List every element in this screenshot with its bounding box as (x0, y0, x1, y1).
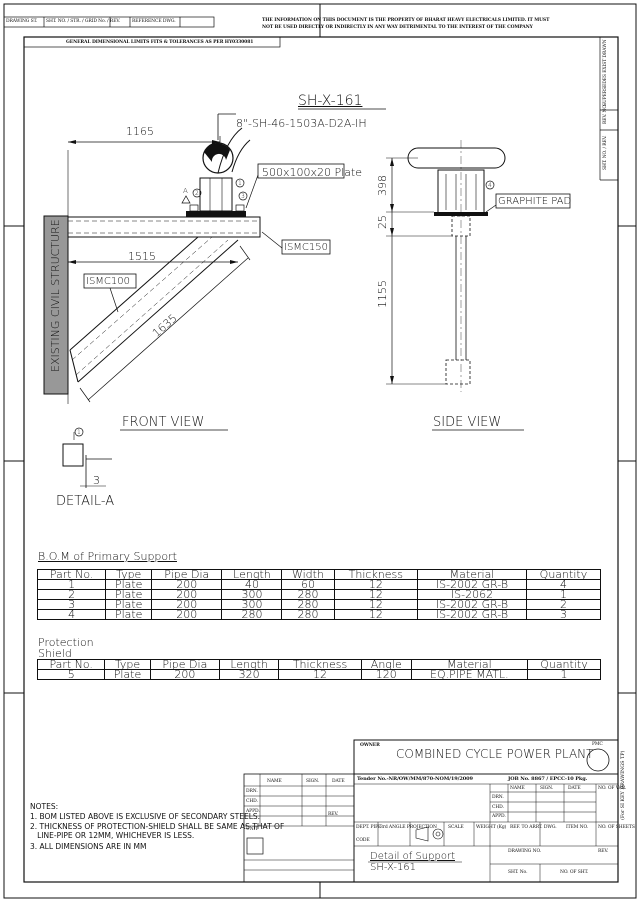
tb-right-appd: APPD. (492, 814, 506, 819)
tb-right-chd: CHD. (492, 805, 504, 810)
note-2b: LINE-PIPE OR 12MM, WHICHEVER IS LESS. (30, 831, 195, 840)
tb-sht-no: SHT. No. (508, 870, 528, 875)
dim-1515: 1515 (128, 250, 156, 263)
tb-projection: 3rd ANGLE PROJECTION (380, 825, 437, 830)
tb-no-of-sheets: NO. OF SHEETS (598, 825, 635, 830)
drawing-title-block: Detail of Support (370, 851, 455, 862)
note-1: 1. BOM LISTED ABOVE IS EXCLUSIVE OF SECO… (30, 812, 261, 821)
balloon-2: 2 (195, 190, 199, 197)
line-tag: 8"-SH-46-1503A-D2A-IH (236, 117, 367, 130)
dim-1155: 1155 (376, 280, 389, 308)
note-3: 3. ALL DIMENSIONS ARE IN MM (30, 842, 147, 851)
bom-table: Part No. Type Pipe Dia Length Width Thic… (36, 569, 602, 620)
tb-weight: WEIGHT (Kg) (476, 825, 507, 830)
table-cell: 12 (333, 609, 419, 620)
tb-drawing-no: DRAWING NO. (508, 849, 542, 854)
civil-structure-label: EXISTING CIVIL STRUCTURE (49, 219, 62, 372)
table-cell: 280 (281, 609, 335, 620)
confidential-line-1: THE INFORMATION ON THIS DOCUMENT IS THE … (262, 18, 550, 23)
dim-1165: 1165 (126, 125, 154, 138)
front-view-title: FRONT VIEW (122, 415, 205, 430)
tb-sign-col: SIGN. (306, 779, 320, 784)
header-cell-reference: REFERENCE DWG. (132, 19, 176, 24)
table-cell: 5 (36, 669, 106, 680)
tb-name-col: NAME (267, 779, 282, 784)
tb-item-no: ITEM NO. (566, 825, 589, 830)
header-cell-sheet: SHT. NO. / STR. / GRID No. / REV. (46, 19, 121, 24)
table-cell: 120 (360, 669, 412, 680)
table-cell: IS-2002 GR-B (417, 609, 527, 620)
table-cell: 1 (526, 669, 602, 680)
table-cell: 4 (36, 609, 107, 620)
tb-dept: DEPT. PIPE (356, 825, 382, 830)
table-cell: Plate (104, 669, 151, 680)
bom-header-row: Part No. Type Pipe Dia Length Width Thic… (36, 569, 602, 580)
drawing-sub-block: SH-X-161 (370, 862, 417, 873)
notes-title: NOTES: (30, 802, 59, 811)
side-view-title: SIDE VIEW (433, 415, 502, 430)
note-2a: 2. THICKNESS OF PROTECTION-SHIELD SHALL … (30, 822, 285, 831)
owner-label: OWNER (360, 743, 380, 748)
side-label-supersedes: SUPERSEDES EXIST DRAWN (603, 39, 608, 106)
balloon-1: 1 (238, 180, 242, 187)
tolerance-note: GENERAL DIMENSIONAL LIMITS FITS & TOLERA… (66, 40, 254, 45)
table-cell: Plate (105, 609, 153, 620)
shield-table: Part No. Type Pipe Dia Length Thickness … (36, 659, 602, 680)
dim-398: 398 (376, 175, 389, 196)
balloon-3: 3 (241, 193, 245, 200)
tb-sign-col-2: SIGN. (540, 786, 554, 791)
side-label-rev: REV. NO. (603, 104, 608, 124)
detail-a-title: DETAIL-A (56, 494, 115, 509)
tb-unit: UNIT (246, 827, 259, 832)
shield-title-2: Shield (38, 647, 72, 660)
shield-title-1: Protection (38, 636, 94, 649)
dim-25: 25 (376, 215, 389, 229)
tb-rev: REV. (598, 849, 609, 854)
table-cell: 320 (219, 669, 280, 680)
table-row: 5 Plate 200 320 12 120 EQ.PIPE MATL. 1 (36, 669, 602, 680)
bom-title: B.O.M of Primary Support (38, 550, 177, 563)
confidential-line-2: NOT BE USED DIRECTLY OR INDIRECTLY IN AN… (262, 25, 533, 30)
ismc150-label: ISMC150 (284, 242, 328, 253)
table-row: 4 Plate 200 280 280 12 IS-2002 GR-B 3 (36, 609, 602, 620)
tb-code: CODE (356, 838, 370, 843)
tb-row-drn: DRN. (246, 789, 258, 794)
tb-date-col: DATE (332, 779, 345, 784)
header-cell-drawing-st: DRAWING ST. (6, 19, 38, 24)
tender-no: Tender No.-NR/OW/MM/870-NOM/19/2009 (357, 776, 473, 782)
tb-name-col-2: NAME (510, 786, 525, 791)
plate-label: 500x100x20 Plate (262, 166, 363, 179)
pmc-label: PMC (592, 742, 603, 747)
tb-no-of-sht: NO. OF SHT. (560, 870, 589, 875)
drawing-title: SH-X-161 (298, 93, 363, 109)
job-no: JOB No. 8867 / EPCC-10 Pkg. (508, 776, 588, 782)
balloon-4: 4 (488, 182, 492, 189)
table-cell: 3 (525, 609, 602, 620)
tb-scale: SCALE (448, 825, 464, 830)
table-cell: 200 (151, 609, 223, 620)
tb-ref-no: REF. TO ARRT. DWG. (510, 825, 557, 830)
graphite-pad-label: GRAPHITE PAD (498, 196, 572, 207)
dim-3: 3 (93, 474, 100, 487)
tb-right-drn: DRN. (492, 795, 504, 800)
tb-row-appd: APPD. (246, 809, 260, 814)
tb-no-of-var: NO. OF VAR. (598, 786, 627, 791)
project-name: COMBINED CYCLE POWER PLANT (396, 747, 594, 761)
table-cell: 280 (221, 609, 283, 620)
tb-row-rev: REV. (328, 812, 339, 817)
ismc100-label: ISMC100 (86, 276, 130, 287)
tb-row-chd: CHD. (246, 799, 258, 804)
detail-a-marker: A (183, 187, 188, 195)
table-cell: 200 (149, 669, 221, 680)
tb-date-col-2: DATE (568, 786, 581, 791)
detail-balloon-1: 1 (77, 429, 81, 436)
side-label-sht: SHT. NO. / REV. (603, 135, 608, 170)
table-cell: 12 (278, 669, 362, 680)
table-cell: EQ.PIPE MATL. (410, 669, 528, 680)
